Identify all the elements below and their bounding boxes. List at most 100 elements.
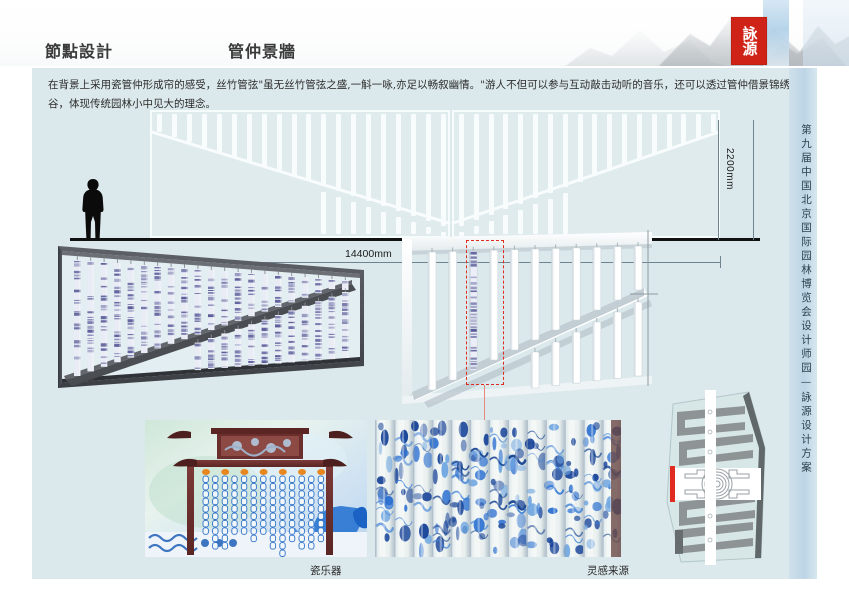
porcelain-chime-piece <box>250 490 257 498</box>
elevation-slat-lower <box>351 202 357 234</box>
porcelain-chime-piece <box>269 505 277 513</box>
porcelain-chime-piece <box>317 497 325 506</box>
porcelain-tube <box>328 296 336 360</box>
porcelain-chime-piece <box>260 512 267 520</box>
porcelain-tube <box>275 315 282 364</box>
porcelain-chime-piece <box>260 505 267 513</box>
elevation-slat-lower <box>488 220 494 234</box>
elevation-slat <box>186 114 192 142</box>
porcelain-chime-piece <box>250 475 257 483</box>
elevation-slat <box>171 114 177 137</box>
porcelain-chime-piece <box>231 490 238 498</box>
elevation-slat-lower <box>441 232 446 236</box>
porcelain-chime-piece <box>279 534 286 543</box>
elevation-slat-lower <box>562 193 568 234</box>
porcelain-chime-piece <box>288 505 296 513</box>
porcelain-chime-piece <box>212 512 219 520</box>
elevation-slat <box>711 114 716 132</box>
porcelain-chime-piece <box>317 527 325 535</box>
porcelain-chime-piece <box>317 512 325 520</box>
dimension-line-vertical-b <box>753 120 754 240</box>
elevation-slat <box>547 114 553 193</box>
elevation-slat <box>351 114 357 197</box>
elevation-wall-left <box>149 110 451 238</box>
elevation-slat-lower <box>503 215 509 234</box>
porcelain-chime-piece <box>279 542 286 550</box>
porcelain-chime-piece <box>231 482 238 491</box>
elevation-slat <box>518 114 524 204</box>
render-white-frame-wall <box>394 226 659 411</box>
elevation-slat <box>411 114 417 217</box>
porcelain-chime-piece <box>298 542 305 550</box>
porcelain-chime-piece <box>269 519 277 528</box>
title-row: 節點設計 管仲景牆 <box>0 38 720 64</box>
artist-seal: 詠源 <box>731 17 767 65</box>
porcelain-chime-piece <box>260 475 267 483</box>
porcelain-tube <box>301 277 309 298</box>
elevation-slat <box>157 114 162 132</box>
elevation-slat <box>396 114 402 212</box>
porcelain-chime-piece <box>260 519 267 528</box>
porcelain-chime-piece <box>298 534 305 543</box>
dimension-line-vertical-a <box>718 120 719 240</box>
elevation-slat <box>562 114 568 188</box>
porcelain-chime-piece <box>221 519 229 528</box>
porcelain-chime-piece <box>231 512 238 520</box>
header-blue-stripe <box>763 0 789 66</box>
porcelain-chime-piece <box>317 490 325 498</box>
caption-photo-right: 灵感来源 <box>587 565 629 577</box>
porcelain-chime-piece <box>279 549 286 557</box>
porcelain-chime-piece <box>269 542 277 550</box>
porcelain-chime-piece <box>240 527 248 535</box>
photo-inspiration-source <box>375 420 621 557</box>
header-blue-edge <box>803 0 849 66</box>
porcelain-chime-piece <box>269 482 277 491</box>
elevation-slat <box>636 114 642 160</box>
porcelain-tube <box>261 319 269 365</box>
porcelain-tube <box>221 271 228 326</box>
porcelain-chime-piece <box>317 519 325 528</box>
porcelain-tube <box>234 272 242 321</box>
porcelain-tube <box>181 268 188 340</box>
elevation-slat <box>231 114 237 157</box>
porcelain-chime-piece <box>308 482 315 491</box>
porcelain-tube <box>74 260 81 376</box>
porcelain-tube <box>194 269 202 335</box>
side-caption-strip <box>789 68 817 579</box>
porcelain-chime-piece <box>298 475 305 483</box>
porcelain-chime-piece <box>240 512 248 520</box>
description-paragraph: 在背景上采用瓷管仲形成帘的感受，丝竹管弦"虽无丝竹管弦之盛,一斛一咏,亦足以畅叙… <box>48 79 790 110</box>
elevation-slat <box>381 114 387 207</box>
plan-wall-marker <box>670 466 675 502</box>
porcelain-tube <box>328 279 336 289</box>
porcelain-tube <box>342 280 349 290</box>
porcelain-chime-piece <box>202 505 209 513</box>
porcelain-tube <box>127 264 135 358</box>
porcelain-chime-piece <box>288 490 296 498</box>
porcelain-chime-piece <box>308 505 315 513</box>
porcelain-chime-piece <box>221 542 229 550</box>
porcelain-chime-piece <box>288 534 296 543</box>
elevation-slat-lower <box>336 197 342 234</box>
porcelain-chime-piece <box>221 534 229 543</box>
porcelain-chime-piece <box>250 512 257 520</box>
porcelain-tube <box>167 267 175 344</box>
porcelain-chime-piece <box>298 490 305 498</box>
render-dark-frame-wall <box>52 228 372 408</box>
elevation-slat-lower <box>533 204 539 234</box>
porcelain-chime-piece <box>288 519 296 528</box>
porcelain-chime-piece <box>250 497 257 506</box>
porcelain-chime-piece <box>240 475 248 483</box>
elevation-slat-lower <box>473 226 479 234</box>
porcelain-chime-piece <box>231 505 238 513</box>
porcelain-tube <box>301 305 309 362</box>
porcelain-chime-piece <box>269 512 277 520</box>
porcelain-chime-piece <box>212 527 219 535</box>
elevation-slat <box>666 114 672 149</box>
porcelain-chime-piece <box>250 482 257 491</box>
elevation-slat <box>366 114 372 202</box>
porcelain-chime-piece <box>240 505 248 513</box>
porcelain-chime-piece <box>279 490 286 498</box>
porcelain-chime-piece <box>298 519 305 528</box>
porcelain-chime-piece <box>212 490 219 498</box>
